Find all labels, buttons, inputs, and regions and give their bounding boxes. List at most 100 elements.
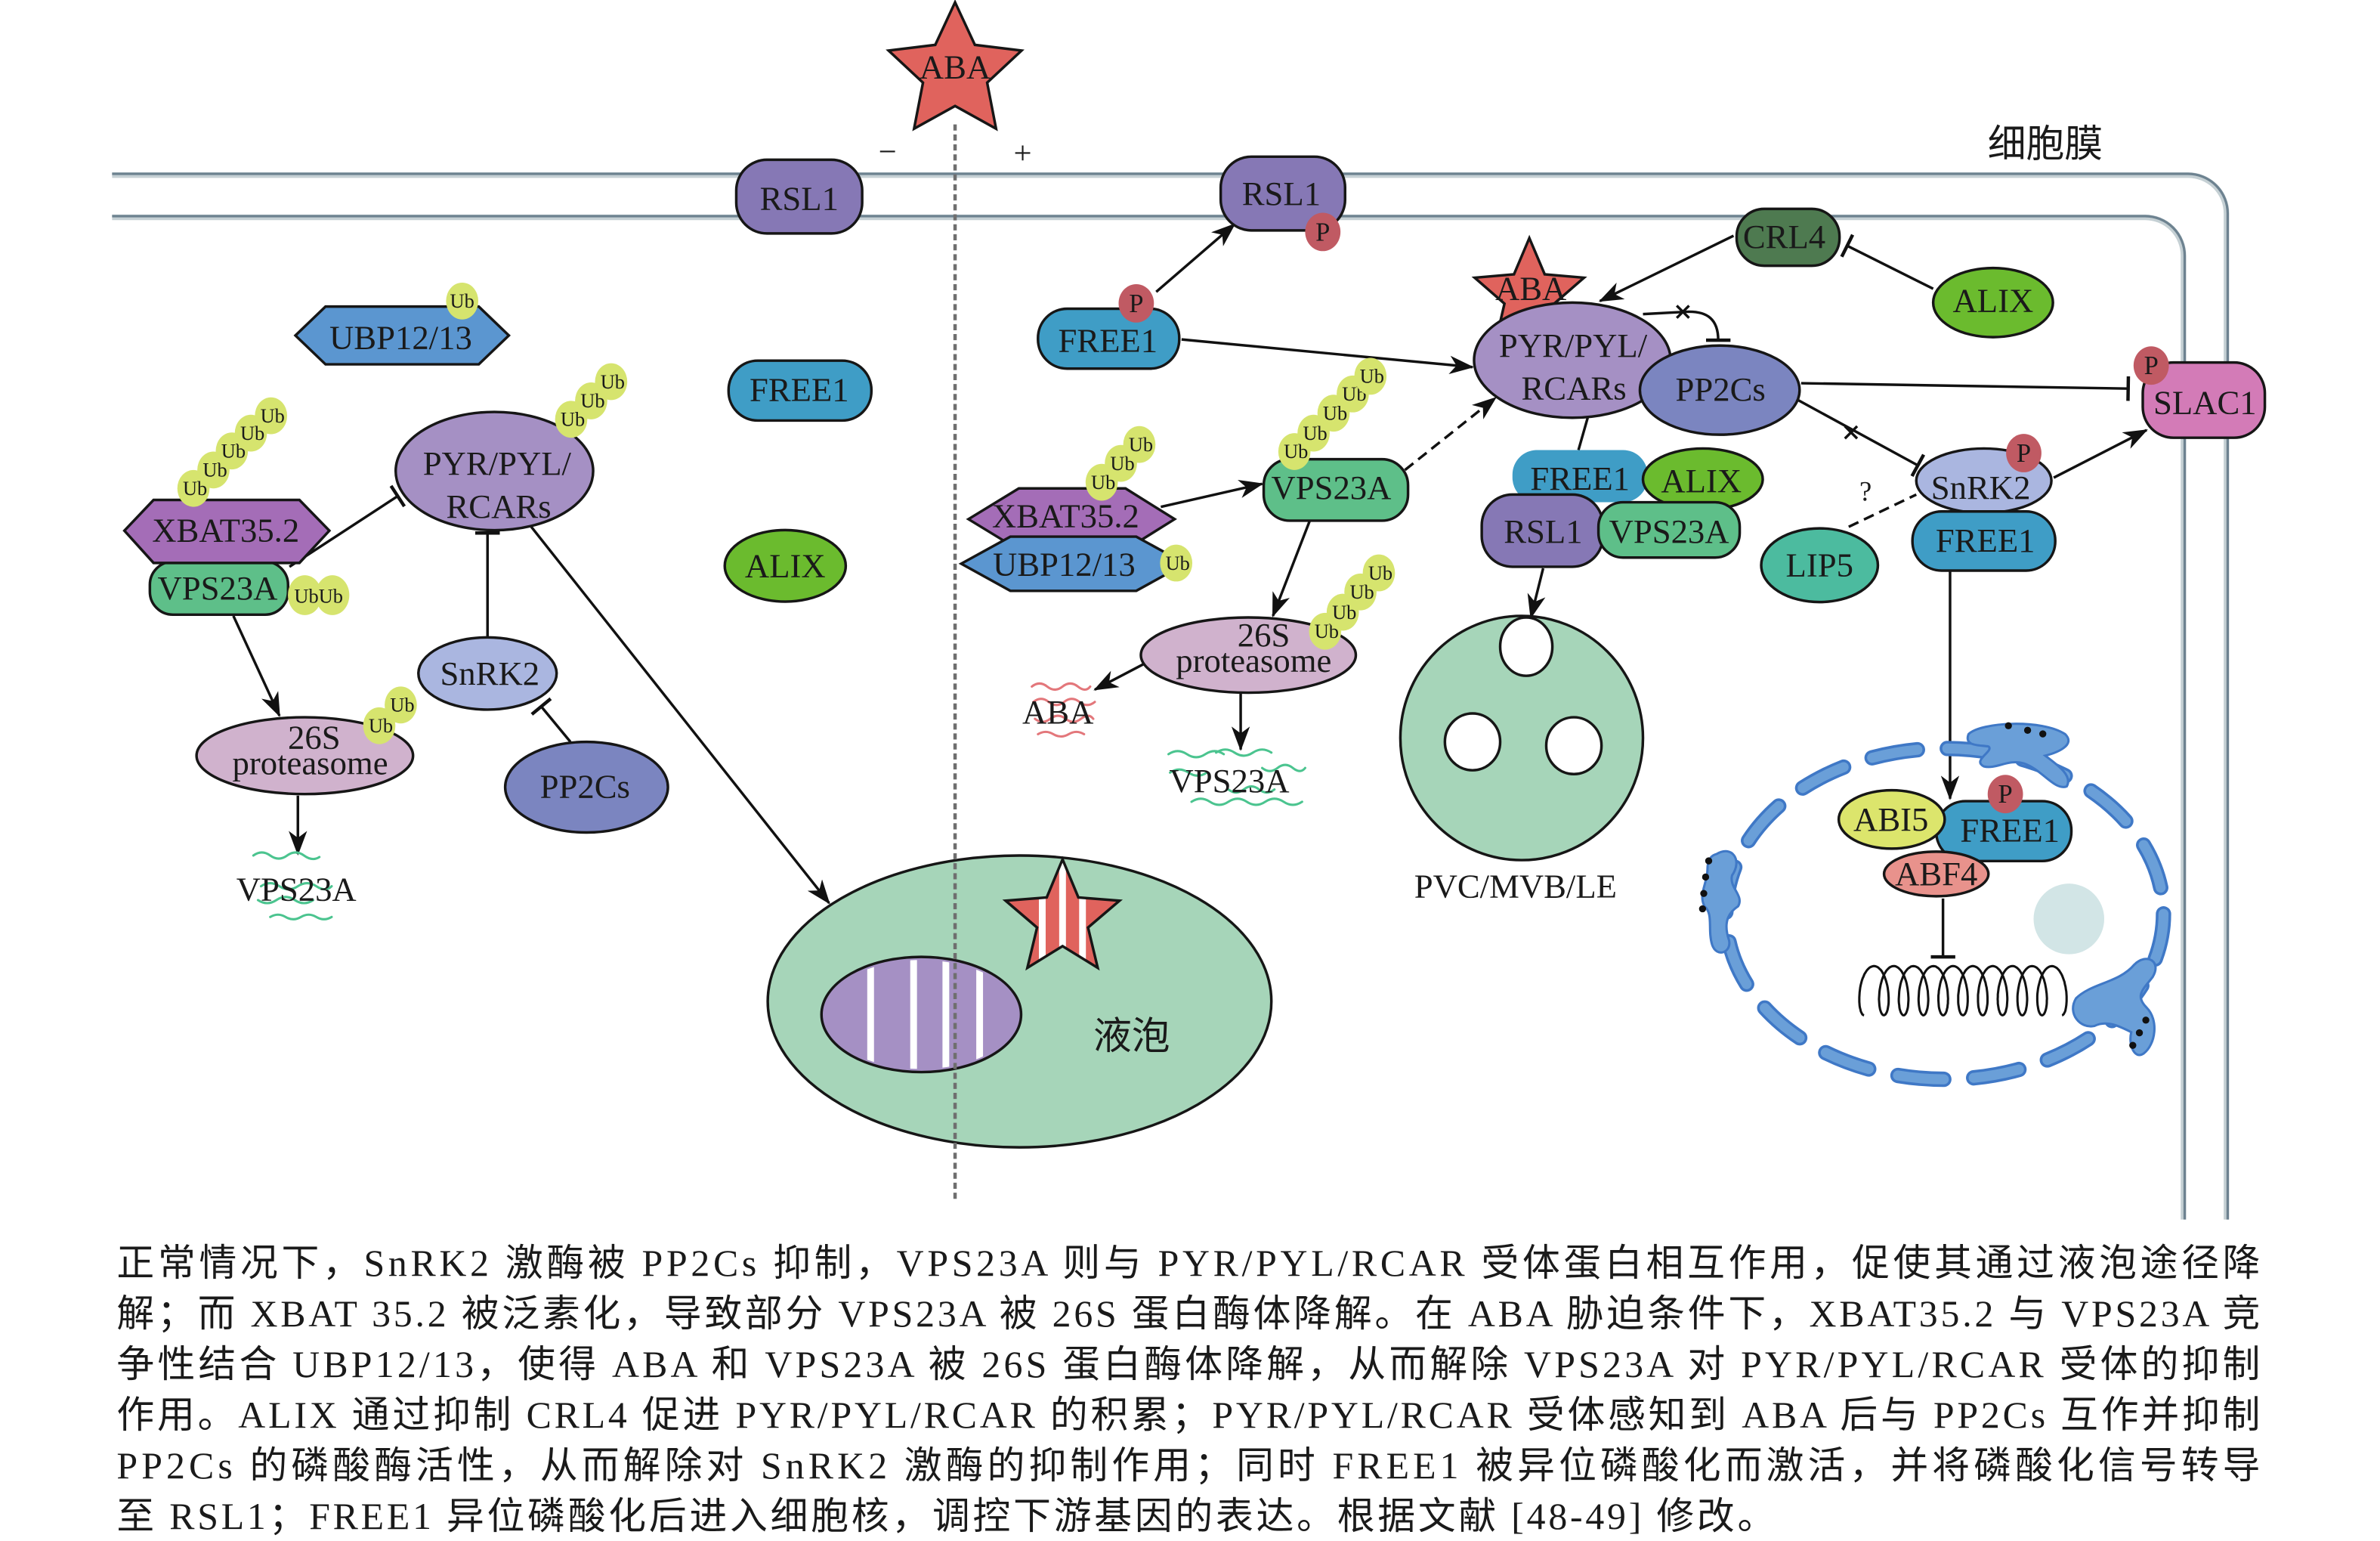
ubp12-13-label: UBP12/13: [993, 546, 1136, 583]
endoplasmic-reticulum-left: [1698, 849, 1741, 954]
xbat35-2-shape: [122, 498, 332, 565]
free1-node: FREE1 P: [1037, 283, 1181, 370]
ubiquitin-blob: [1362, 554, 1396, 592]
plasma-membrane: 细胞膜: [112, 121, 2230, 1220]
proteasome-node: 26S proteasome: [195, 716, 415, 796]
free1-shape: [1037, 307, 1181, 370]
ubiquitin-label: Ub: [1368, 562, 1392, 584]
proteasome-ubiquitin-chain: Ub Ub: [363, 686, 417, 744]
rsl1-node: RSL1 P: [1219, 155, 1346, 252]
plus-condition-sign: +: [1013, 135, 1031, 171]
pyr-label-line1: PYR/PYL/: [423, 444, 572, 482]
ubp12-13-node: UBP12/13: [958, 535, 1188, 593]
ubiquitin-blob: [1123, 425, 1156, 463]
caption-line: PP2Cs 的磷酸酶活性，从而解除对 SnRK2 激酶的抑制作用；同时 FREE…: [116, 1445, 2260, 1487]
degraded-aba-label: ABA: [1022, 693, 1093, 731]
ubiquitin-tag: Ub: [1354, 357, 1387, 395]
phosphate-tag: P: [1305, 212, 1341, 252]
phosphate-label: P: [1129, 289, 1143, 318]
membrane-inner-line: [112, 215, 2187, 1220]
free1-label: FREE1: [1960, 812, 2060, 849]
pyr-pyl-rcars-node: PYR/PYL/ RCARs: [394, 410, 595, 532]
ubiquitin-tag: Ub: [385, 686, 417, 724]
degradation-wave: [1034, 714, 1095, 723]
xbat35-2-node: XBAT35.2: [122, 498, 332, 565]
ubiquitin-blob: [288, 575, 322, 615]
cargo-stripe: [976, 960, 984, 1069]
ribosome-dot: [2039, 730, 2047, 738]
pp2cs-shape: [503, 740, 669, 834]
star-outline: [1002, 856, 1124, 971]
star-stripe: [1079, 859, 1086, 968]
complex-vps23a-label: VPS23A: [1609, 512, 1729, 550]
xbat-ubiquitin-chain: Ub Ub Ub Ub Ub: [177, 397, 288, 507]
ubiquitin-label: Ub: [369, 714, 393, 737]
edge-proteasome-to-degraded-aba: [1093, 662, 1145, 692]
abf4-label: ABF4: [1895, 855, 1977, 893]
alix-label: ALIX: [745, 547, 826, 585]
phosphate-label: P: [2144, 351, 2159, 380]
xbat35-2-node: XBAT35.2: [966, 487, 1177, 552]
abi5-shape: [1837, 788, 1946, 850]
endosomal-complex: FREE1 ALIX RSL1 VPS23A: [1480, 447, 1764, 568]
aba-signal: ABA − +: [879, 0, 1032, 171]
edge-pp2cs-inhibits-snrk2: [1797, 398, 1926, 478]
alix-shape: [1931, 266, 2054, 339]
edge-free1-phospho-to-rsl1: [1155, 223, 1236, 293]
edge-xbat-to-vps23a: [1161, 480, 1264, 509]
degradation-wave: [269, 913, 333, 921]
ribosome-dot: [1702, 873, 1710, 881]
cargo-stripe: [910, 960, 917, 1069]
crl4-node: CRL4: [1735, 207, 1841, 268]
ubp12-13-node: UBP12/13: [293, 305, 511, 366]
phosphate-tag: P: [2006, 434, 2042, 472]
pvc-mvb-le: PVC/MVB/LE: [1399, 614, 1645, 905]
ubiquitin-blob: [385, 686, 417, 724]
pyr-label-line2: RCARs: [447, 487, 552, 525]
complex-free1-label: FREE1: [1530, 460, 1630, 497]
abi5-label: ABI5: [1853, 800, 1928, 838]
xbat35-2-label: XBAT35.2: [152, 512, 299, 549]
edge-complex-to-pvc: [1527, 568, 1546, 619]
abf4-node: ABF4: [1882, 850, 1990, 898]
edge-vps23a-to-proteasome: [232, 615, 281, 717]
proteasome-ubiquitin-chain: Ub Ub Ub Ub: [1309, 554, 1396, 650]
snrk2-shape: [417, 636, 558, 711]
degradation-wave: [256, 896, 315, 905]
ribosome-dot: [1705, 857, 1713, 865]
vps23a-shape: [1262, 457, 1410, 522]
ribosome-dot: [2004, 722, 2012, 729]
ubiquitin-tag: Ub: [1160, 544, 1193, 582]
edge-alix-inhibits-crl4: [1840, 234, 1934, 290]
pyr-ubiquitin-chain: Ub Ub Ub: [555, 363, 628, 438]
aba-star-icon: [886, 0, 1025, 132]
vps23a-label: VPS23A: [157, 569, 277, 607]
proteasome-label-line1: 26S: [1238, 616, 1290, 654]
unknown-link-mark: ?: [1859, 476, 1872, 507]
edge-pyr-to-complex: [1577, 417, 1590, 450]
ubiquitin-tag: Ub: [363, 707, 396, 744]
rsl1-label: RSL1: [760, 180, 839, 218]
free1-node: FREE1: [727, 359, 873, 422]
edge-vps23a-to-pyr: [1404, 397, 1498, 472]
complex-rsl1-label: RSL1: [1504, 512, 1582, 550]
pyr-shape: [394, 410, 595, 532]
crl4-label: CRL4: [1743, 218, 1825, 255]
pp2cs-shape: [1638, 344, 1801, 436]
membrane-outer-line: [112, 172, 2230, 1220]
ubiquitin-label: Ub: [1360, 365, 1384, 388]
degradation-wave: [1031, 682, 1092, 692]
rsl1-label: RSL1: [1242, 175, 1321, 212]
ubiquitin-blob: [363, 707, 396, 744]
degraded-vps23a: VPS23A: [1167, 748, 1306, 806]
degradation-wave: [1260, 763, 1306, 772]
vacuole: 液泡: [766, 854, 1273, 1149]
intraluminal-vesicle: [1498, 616, 1554, 677]
edge-pyr-inhibits-pp2cs: [1643, 310, 1731, 342]
degradation-wave: [1032, 698, 1096, 707]
pp2cs-node: PP2Cs: [1638, 344, 1801, 436]
caption-line: 解；而 XBAT 35.2 被泛素化，导致部分 VPS23A 被 26S 蛋白酶…: [116, 1293, 2260, 1335]
free1-label: FREE1: [1936, 521, 2035, 559]
alix-node: ALIX: [723, 528, 848, 603]
membrane-label: 细胞膜: [1988, 121, 2103, 166]
